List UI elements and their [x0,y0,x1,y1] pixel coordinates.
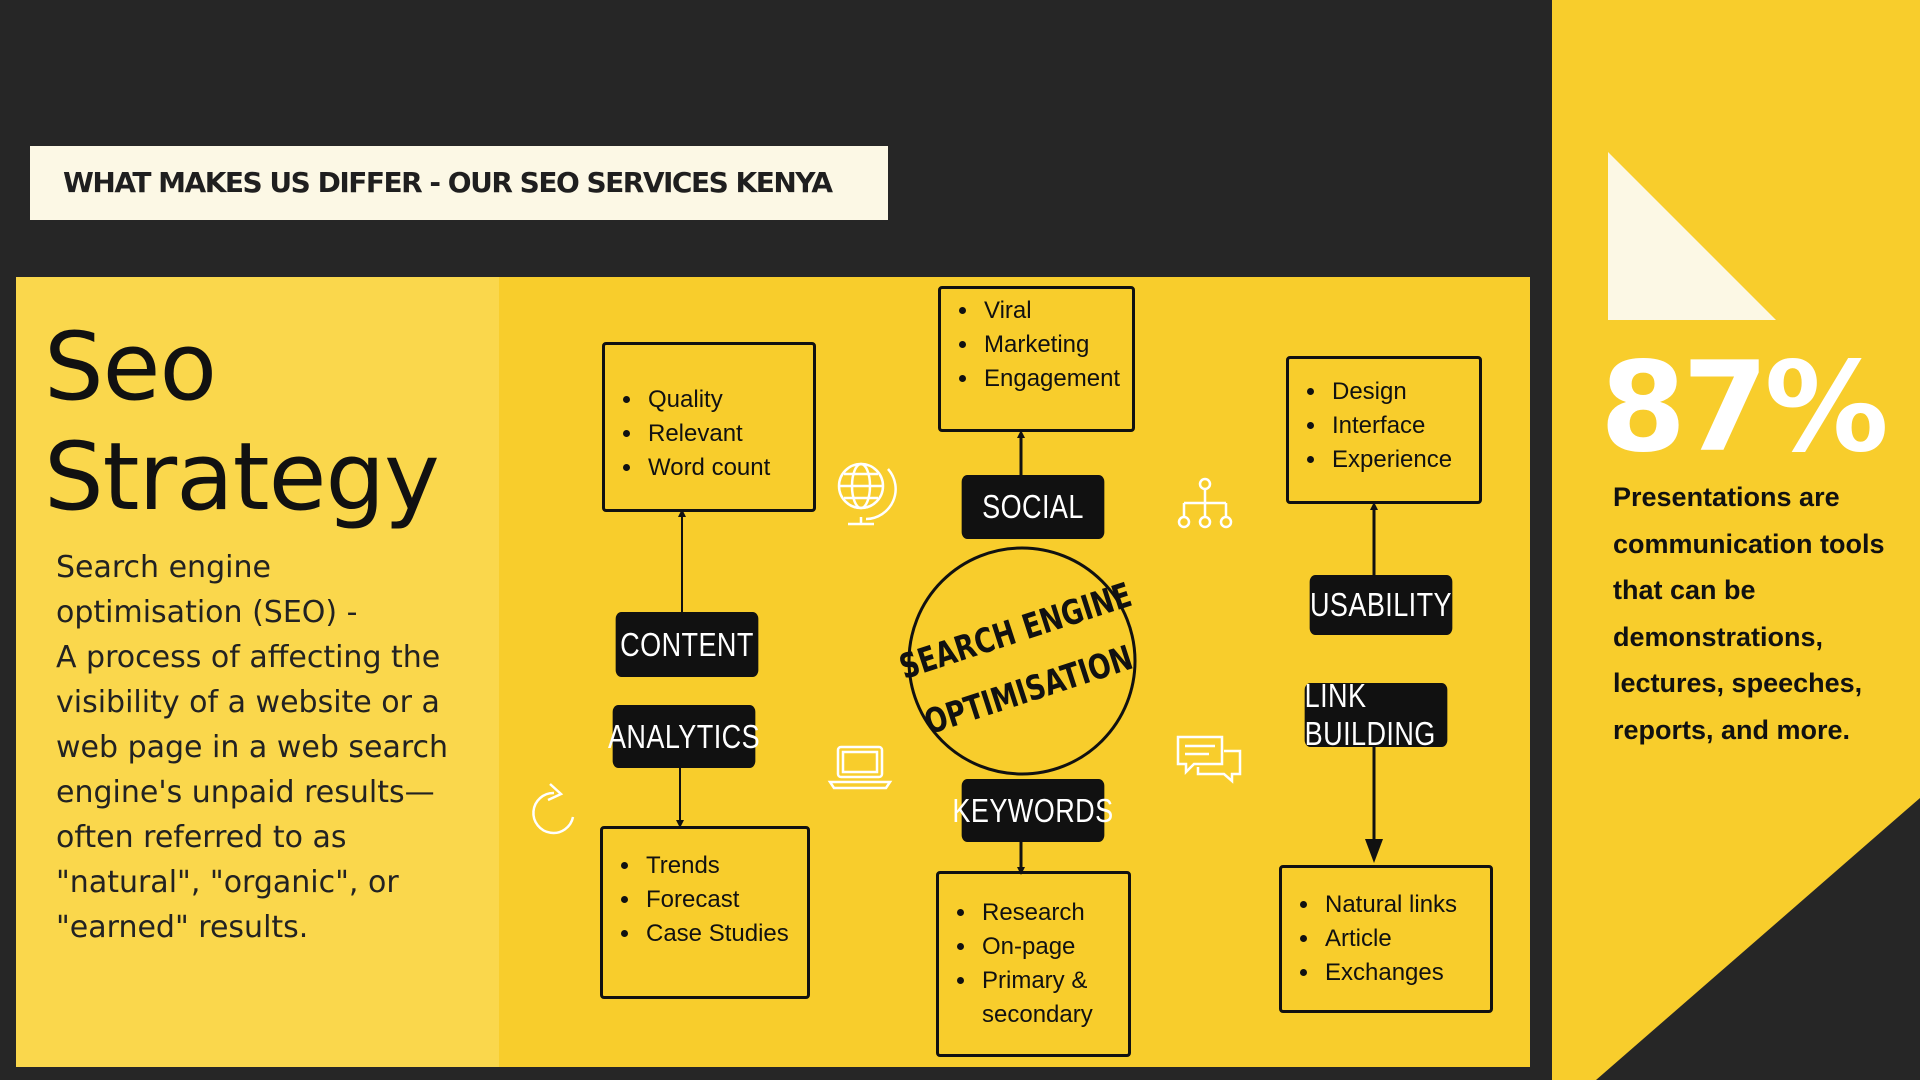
keywords-details-box: Research On-page Primary & secondary [936,871,1131,1057]
keywords-items: Research On-page Primary & secondary [939,896,1128,1032]
list-item: Engagement [980,362,1132,396]
usability-items: Design Interface Experience [1289,375,1479,477]
list-item: Primary & secondary [978,964,1128,1032]
social-items: Viral Marketing Engagement [941,294,1132,396]
globe-icon [837,462,897,526]
keywords-node: KEYWORDS [952,779,1113,842]
link-building-items: Natural links Article Exchanges [1282,888,1490,990]
refresh-icon [532,783,575,835]
strategy-heading: Seo Strategy [44,313,440,533]
analytics-details-box: Trends Forecast Case Studies [600,826,810,999]
social-node: SOCIAL [961,475,1105,539]
content-details-box: Quality Relevant Word count [602,342,816,512]
list-item: Design [1328,375,1479,409]
heading-line-2: Strategy [44,423,440,532]
diagram-graphics: SEARCH ENGINE OPTIMISATION [532,430,1383,875]
list-item: Relevant [644,417,813,451]
list-item: Natural links [1321,888,1490,922]
description-body: A process of affecting the visibility of… [56,640,449,945]
heading-line-1: Seo [44,313,217,422]
list-item: Research [978,896,1128,930]
description-line-1: Search engine [56,550,271,585]
usability-details-box: Design Interface Experience [1286,356,1482,504]
title-banner: WHAT MAKES US DIFFER - OUR SEO SERVICES … [30,146,888,220]
usability-node: USABILITY [1309,575,1453,635]
page-title: WHAT MAKES US DIFFER - OUR SEO SERVICES … [63,166,833,199]
sitemap-icon [1177,477,1233,529]
analytics-node: ANALYTICS [608,705,760,768]
seo-description: Search engine optimisation (SEO) - A pro… [56,545,496,950]
side-panel [1552,0,1920,1080]
center-label: SEARCH ENGINE OPTIMISATION [895,576,1138,743]
content-items: Quality Relevant Word count [605,383,813,485]
list-item: Article [1321,922,1490,956]
stat-value: 87% [1600,336,1889,480]
laptop-icon [827,745,893,790]
list-item: Exchanges [1321,956,1490,990]
intro-panel [16,277,499,1067]
content-node: CONTENT [615,612,759,677]
list-item: Quality [644,383,813,417]
list-item: Forecast [642,883,807,917]
list-item: Experience [1328,443,1479,477]
list-item: Case Studies [642,917,807,951]
analytics-items: Trends Forecast Case Studies [603,849,807,951]
list-item: Marketing [980,328,1132,362]
link-building-details-box: Natural links Article Exchanges [1279,865,1493,1013]
center-circle [907,546,1137,776]
list-item: On-page [978,930,1128,964]
chat-icon [1176,735,1242,784]
list-item: Interface [1328,409,1479,443]
list-item: Trends [642,849,807,883]
seo-infographic: Seo Strategy Search engine optimisation … [16,277,1530,1067]
link-building-node: LINK BUILDING [1304,677,1448,752]
decorative-triangle [1608,152,1776,320]
stat-description: Presentations are communication tools th… [1613,482,1885,745]
list-item: Viral [980,294,1132,328]
description-line-2: optimisation (SEO) - [56,595,358,630]
list-item: Word count [644,451,813,485]
social-details-box: Viral Marketing Engagement [938,286,1135,432]
